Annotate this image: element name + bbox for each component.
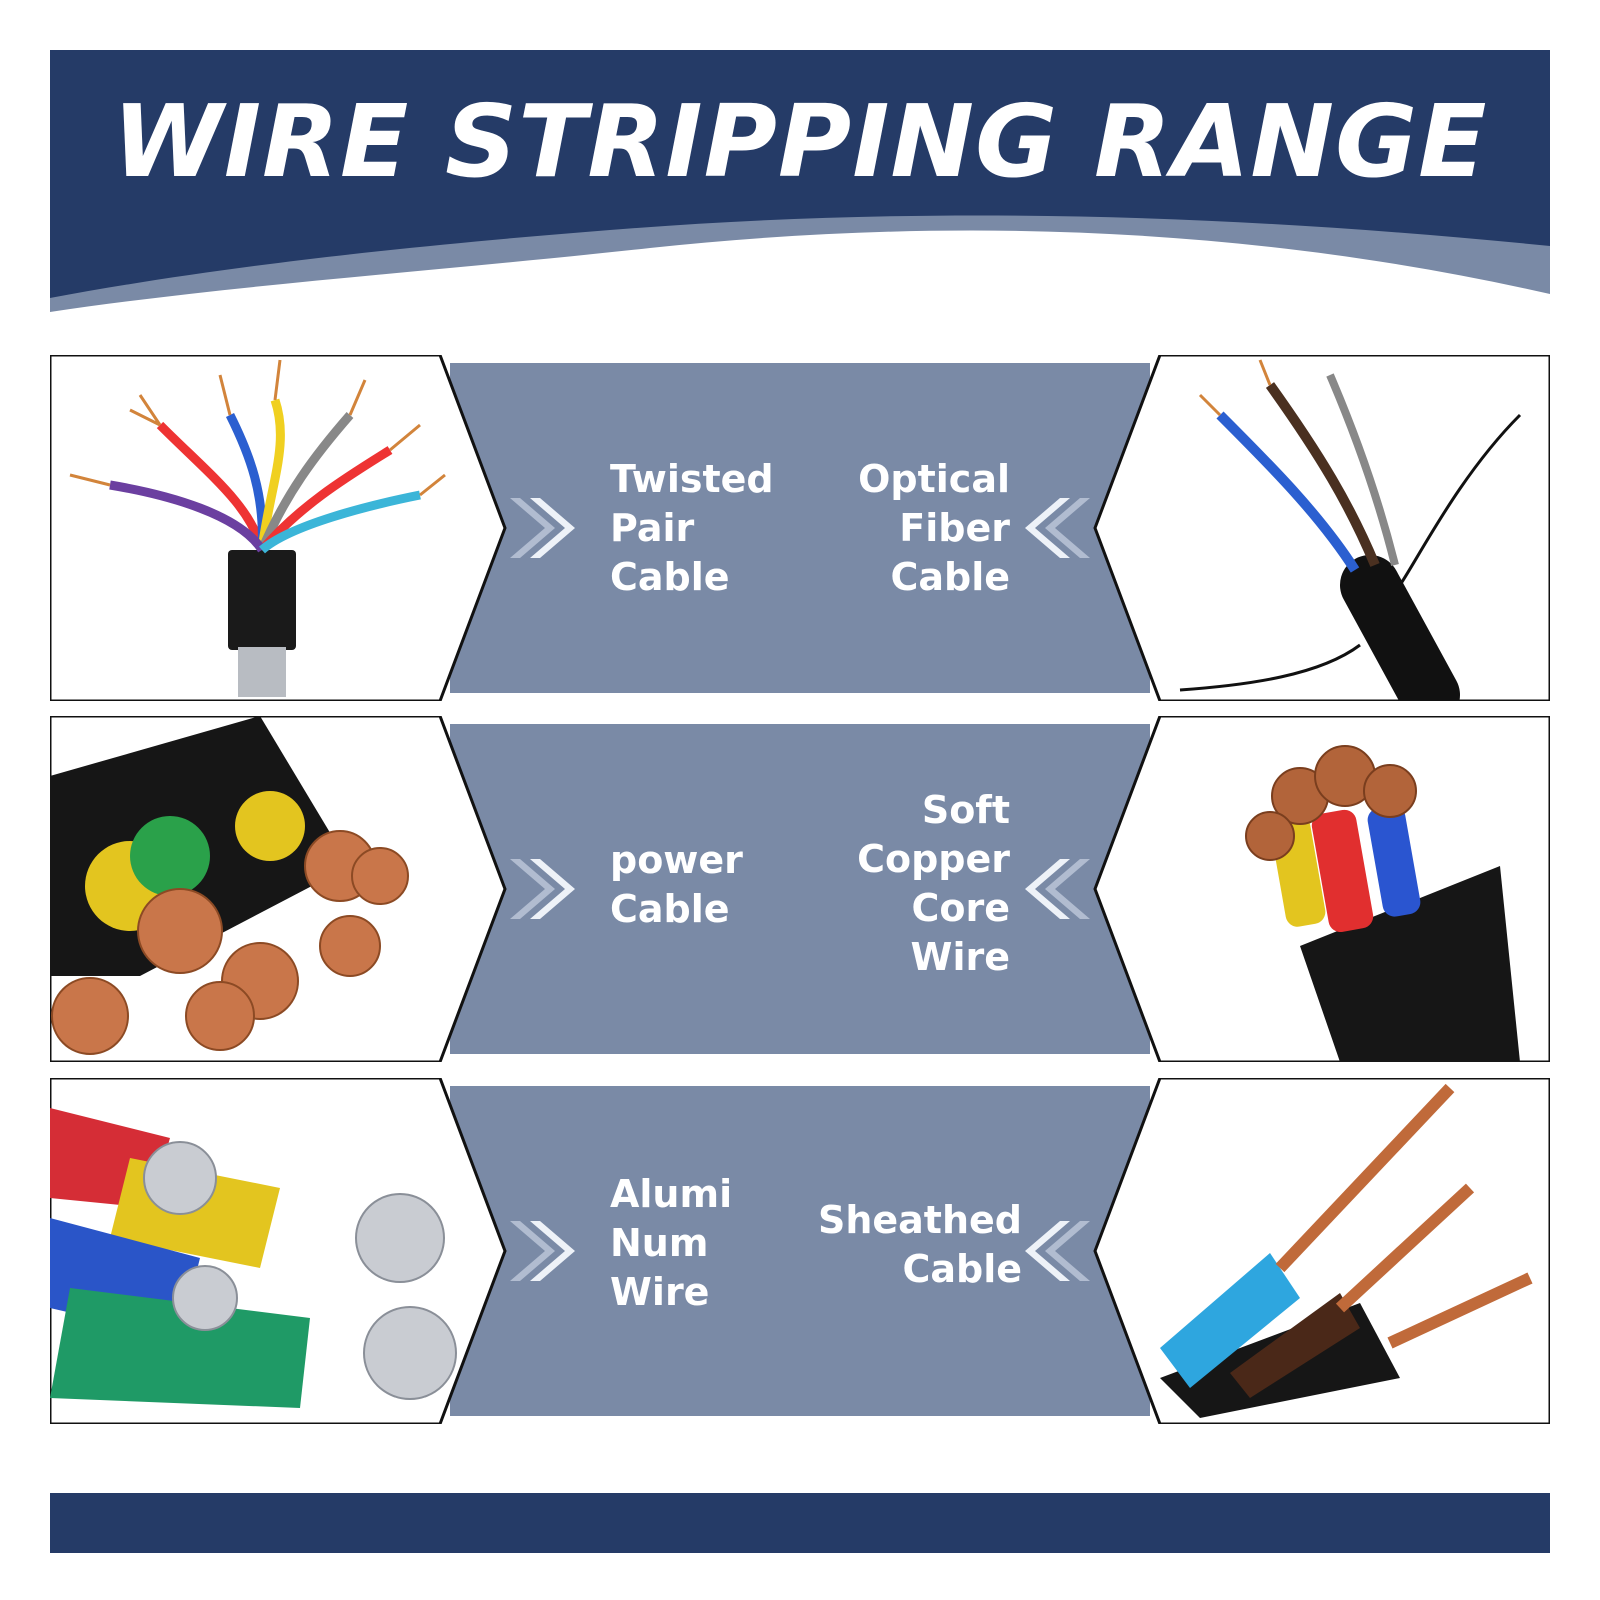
- header-banner: WIRE STRIPPING RANGE: [50, 50, 1550, 312]
- power-cable-photo: [50, 716, 409, 1055]
- arrow-left-icon: [1025, 498, 1090, 558]
- arrow-left-icon: [1025, 859, 1090, 919]
- cable-card-shape: [50, 355, 800, 701]
- cable-card-twisted-pair: Twisted Pair Cable: [50, 355, 800, 701]
- cable-label: Twisted Pair Cable: [610, 457, 774, 599]
- cable-card-shape: [50, 716, 800, 1062]
- cable-label: power Cable: [610, 838, 743, 931]
- header-wave-background: [50, 50, 1550, 312]
- cable-card-power: power Cable: [50, 716, 800, 1062]
- cable-label: Sheathed Cable: [817, 1198, 1022, 1291]
- cable-card-shape: [800, 1078, 1550, 1424]
- arrow-right-icon: [510, 498, 575, 558]
- twisted-pair-cable-photo: [69, 359, 446, 697]
- cable-card-shape: [50, 1078, 800, 1424]
- cable-card-sheathed: Sheathed Cable: [800, 1078, 1550, 1424]
- cable-card-aluminum: Alumi Num Wire: [50, 1078, 800, 1424]
- arrow-left-icon: [1025, 1221, 1090, 1281]
- sheathed-cable-photo: [1160, 1083, 1533, 1418]
- optical-fiber-cable-photo: [1179, 359, 1522, 701]
- soft-copper-core-wire-photo: [1245, 745, 1520, 1062]
- cable-card-shape: [800, 355, 1550, 701]
- cable-card-soft-copper: Soft Copper Core Wire: [800, 716, 1550, 1062]
- cable-label: Soft Copper Core Wire: [857, 788, 1010, 979]
- cable-label: Optical Fiber Cable: [858, 457, 1010, 599]
- page-title: WIRE STRIPPING RANGE: [112, 83, 1488, 200]
- arrow-right-icon: [510, 1221, 575, 1281]
- cable-card-optical-fiber: Optical Fiber Cable: [800, 355, 1550, 701]
- aluminum-wire-photo: [50, 1108, 457, 1408]
- cable-card-shape: [800, 716, 1550, 1062]
- arrow-right-icon: [510, 859, 575, 919]
- cable-label: Alumi Num Wire: [610, 1172, 733, 1314]
- footer-bar: [50, 1493, 1550, 1553]
